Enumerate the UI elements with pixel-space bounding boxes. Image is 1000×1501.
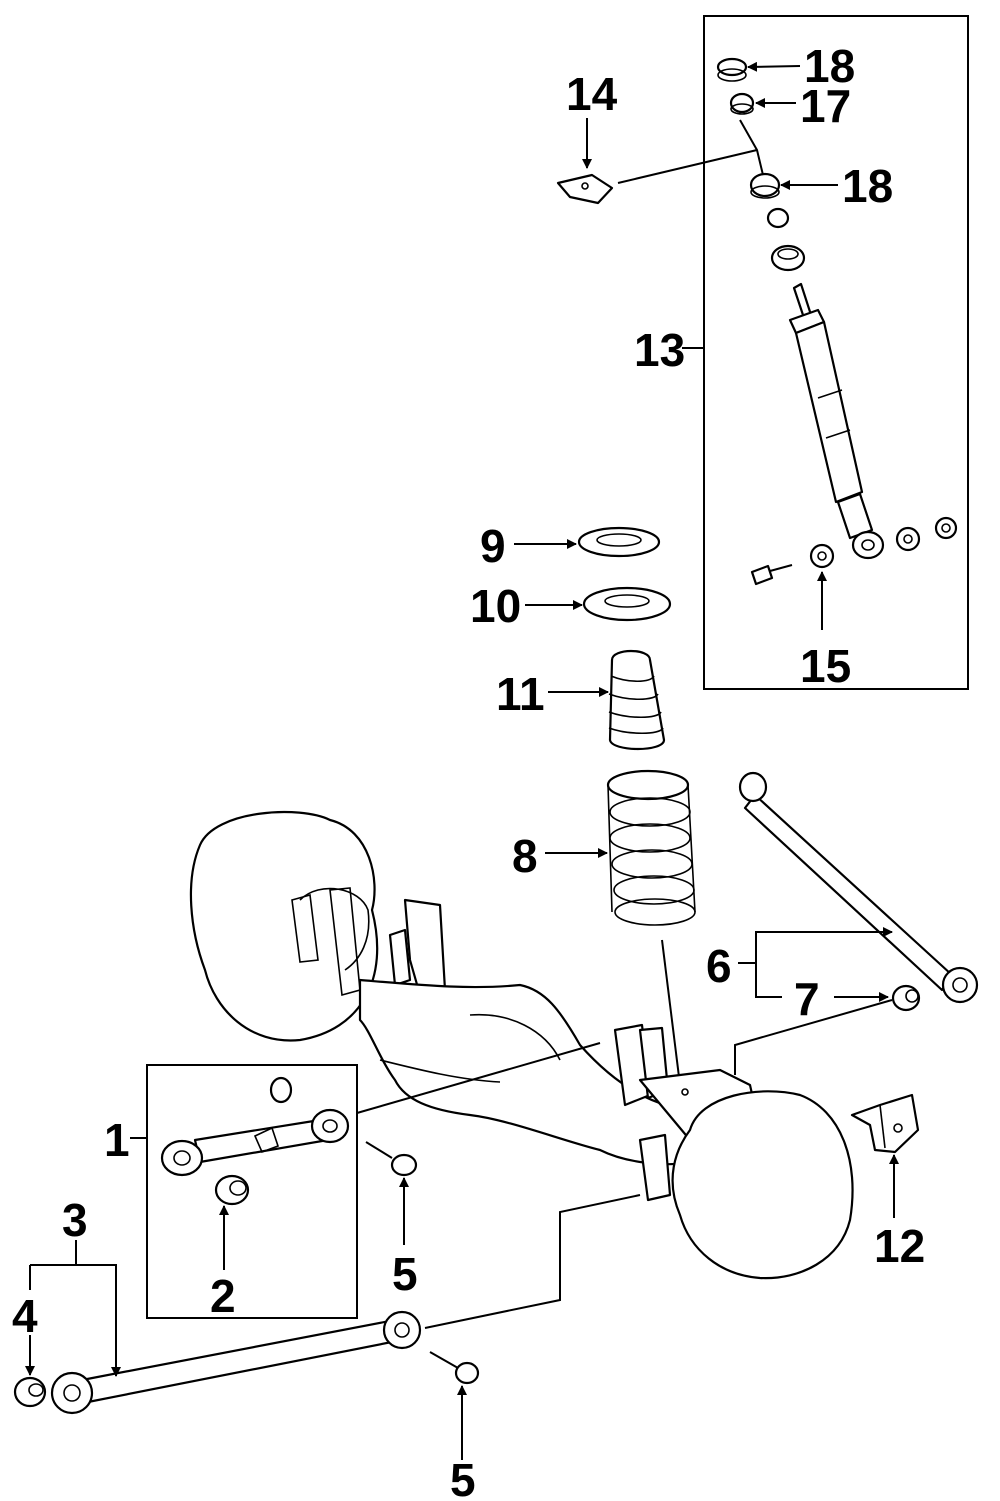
arm-bushing-2 xyxy=(214,1174,250,1206)
callout-10: 10 xyxy=(470,580,521,632)
lower-bushing-15 xyxy=(809,543,835,569)
callout-1: 1 xyxy=(104,1114,130,1166)
upper-cushion-18 xyxy=(749,172,781,199)
rod-bracket-12 xyxy=(850,1093,920,1154)
lower-arm-kit-box xyxy=(146,1064,358,1319)
callout-4: 4 xyxy=(12,1290,38,1342)
callout-12: 12 xyxy=(874,1220,925,1272)
axle-housing xyxy=(189,811,854,1280)
callout-3: 3 xyxy=(62,1194,88,1246)
lower-bushing-right-b xyxy=(934,516,958,540)
bump-stop-11 xyxy=(608,649,666,750)
callout-17: 18 xyxy=(804,40,855,92)
upper-retainer-16 xyxy=(729,92,755,115)
upper-control-arm xyxy=(160,1076,350,1177)
callout-8: 8 xyxy=(512,830,538,882)
callout-11: 11 xyxy=(496,668,545,720)
shock-bolt xyxy=(750,564,793,586)
callout-16: 17 xyxy=(800,80,851,132)
callout-7: 7 xyxy=(794,973,820,1025)
callout-15: 15 xyxy=(800,640,851,692)
bolt-5-upper xyxy=(365,1141,418,1177)
callout-2: 2 xyxy=(210,1270,236,1322)
callout-5-upper: 5 xyxy=(392,1248,418,1300)
callout-13: 13 xyxy=(634,324,685,376)
spring-leader-line xyxy=(661,939,681,1086)
arm-bushing-4 xyxy=(13,1376,47,1408)
lower-bushing-right-a xyxy=(895,526,921,552)
leader-1-line xyxy=(356,1042,601,1114)
callout-9: 9 xyxy=(480,520,506,572)
rod-bushing-7 xyxy=(891,984,921,1012)
leader-16-18-line xyxy=(739,119,764,176)
coil-spring-8 xyxy=(606,769,696,926)
callout-14: 14 xyxy=(566,68,618,120)
spring-insulator-10 xyxy=(582,586,672,622)
bolt-5-lower xyxy=(429,1351,480,1385)
leader-3-line xyxy=(424,1194,641,1329)
cushion-lower-a xyxy=(766,207,790,229)
callout-6: 6 xyxy=(706,940,732,992)
callout-18: 18 xyxy=(842,160,893,212)
leader-7-line xyxy=(734,999,893,1075)
upper-cushion-17 xyxy=(716,57,748,82)
leader-14-line xyxy=(617,149,758,184)
lateral-rod-6 xyxy=(738,771,979,1004)
cushion-lower-b xyxy=(770,244,806,272)
shock-absorber xyxy=(788,282,885,560)
callout-leaders xyxy=(25,61,899,1460)
shock-bracket-14 xyxy=(556,173,614,205)
shock-kit-box xyxy=(703,15,969,690)
callout-5-lower: 5 xyxy=(450,1454,476,1501)
lower-control-arm-3 xyxy=(50,1310,422,1415)
spring-seat-9 xyxy=(577,526,661,558)
